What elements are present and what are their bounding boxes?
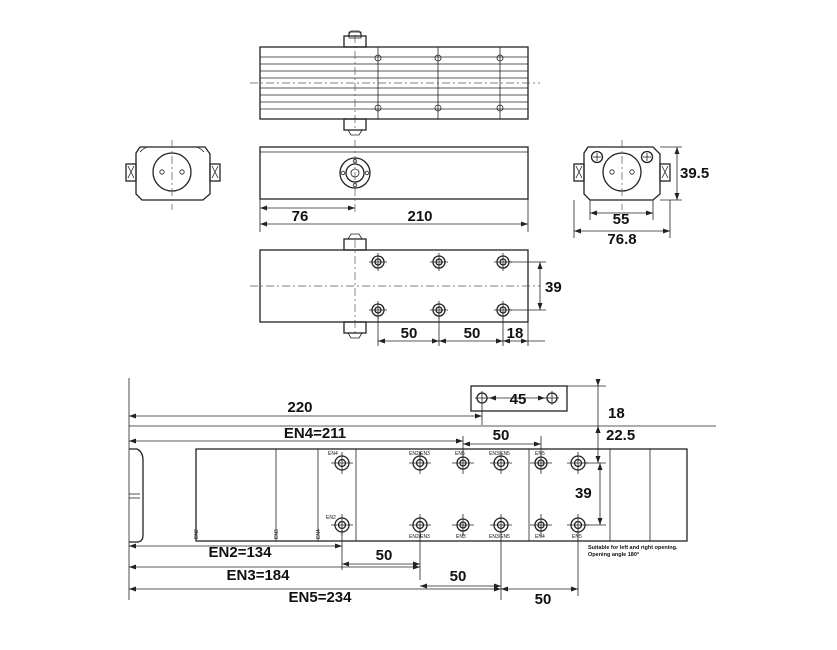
dim-39-bottom-label: 39	[575, 485, 592, 502]
mounting-plate-drawing: 45	[128, 378, 716, 600]
plate-label-en4-side: EN4	[316, 529, 322, 539]
side-view-left	[125, 140, 221, 210]
dim-76-210: 76 210	[259, 199, 529, 232]
plate-label-en4-bot: EN4	[535, 534, 545, 540]
plate-label-en5-top-b: EN5	[535, 451, 545, 457]
note-line-1: Suitable for left and right opening.	[588, 545, 678, 551]
dim-50-a-label: 50	[401, 325, 418, 342]
dim-en3-label: EN3=184	[227, 567, 291, 584]
dim-50-e-label: 50	[450, 568, 467, 585]
plate-label-en3-bot: EN3	[456, 534, 466, 540]
front-view	[259, 140, 529, 215]
top-view	[250, 30, 540, 136]
dim-22-5-label: 22.5	[606, 427, 635, 444]
dim-50-b-label: 50	[464, 325, 481, 342]
dims-lower: 220 18 EN4=211 50 22.5 39 EN2=134	[129, 379, 635, 608]
dim-50-c-label: 50	[493, 427, 510, 444]
plate-label-en3en5-top: EN3/EN5	[489, 451, 510, 457]
plate-label-en5-top-a: EN5	[455, 451, 465, 457]
plate-label-en3-side: EN3	[274, 529, 280, 539]
dim-76-8-label: 76.8	[607, 231, 636, 248]
dim-45-label: 45	[510, 391, 527, 408]
side-view-right	[573, 140, 671, 210]
dim-18-b-label: 18	[608, 405, 625, 422]
plate-label-en2-mid: EN2	[326, 515, 336, 521]
dim-en4-label: EN4=211	[284, 425, 346, 442]
bottom-view	[250, 233, 540, 339]
dim-210-label: 210	[407, 208, 432, 225]
dim-55-label: 55	[613, 211, 630, 228]
dim-en2-label: EN2=134	[209, 544, 273, 561]
plate-label-en2-side: EN2	[194, 529, 200, 539]
dim-39-5-label: 39.5	[680, 165, 709, 182]
dim-18-a-label: 18	[507, 325, 524, 342]
dim-39-50-50-18: 39 50 50 18	[377, 261, 562, 346]
plate-label-en5-bot: EN5	[572, 534, 582, 540]
plate-label-en2en3-bot: EN2/EN3	[409, 534, 430, 540]
plate-label-en3en5-bot: EN3/EN5	[489, 534, 510, 540]
plate-label-en4-top: EN4	[328, 451, 338, 457]
dim-220-label: 220	[287, 399, 312, 416]
dim-en5-label: EN5=234	[289, 589, 353, 606]
dim-39-5-55-76-8: 39.5 55 76.8	[573, 146, 709, 248]
dim-50-d-label: 50	[376, 547, 393, 564]
dim-50-f-label: 50	[535, 591, 552, 608]
plate-label-en2en3-top: EN2/EN3	[409, 451, 430, 457]
dim-76-label: 76	[292, 208, 309, 225]
dim-39-top-label: 39	[545, 279, 562, 296]
note-line-2: Opening angle 180°	[588, 552, 639, 558]
